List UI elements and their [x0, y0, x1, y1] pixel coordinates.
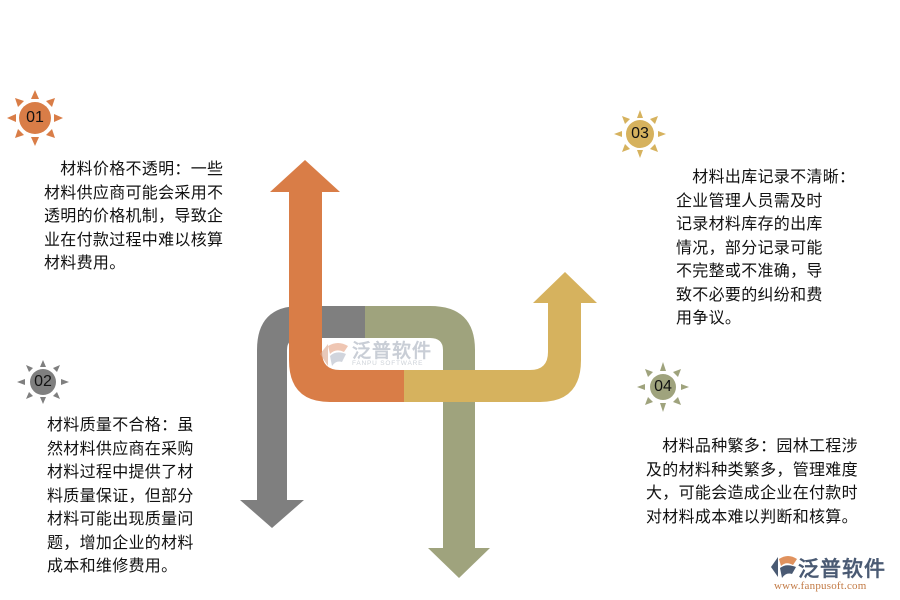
text-line: 记录材料库存的出库: [676, 214, 823, 233]
item-01-text: 材料价格不透明：一些 材料供应商可能会采用不 透明的价格机制，导致企 业在付款过…: [44, 157, 223, 275]
badge-04: 04: [633, 357, 693, 417]
text-line: 材料价格不透明：一些: [44, 159, 224, 178]
text-line: 材料出库记录不清晰：: [676, 167, 856, 186]
item-03-text: 材料出库记录不清晰： 企业管理人员需及时 记录材料库存的出库 情况，部分记录可能…: [676, 165, 855, 330]
olive-arrow: [365, 306, 490, 578]
yellow-arrow: [404, 272, 597, 402]
logo-url: www.fanpusoft.com: [774, 580, 867, 592]
badge-number: 01: [26, 109, 44, 126]
text-line: 材料费用。: [44, 253, 126, 272]
text-line: 业在付款过程中难以核算: [44, 229, 224, 249]
text-line: 材料可能出现质量问: [47, 509, 194, 528]
badge-number: 02: [34, 373, 52, 390]
text-line: 材料品种繁多：园林工程涉: [646, 436, 858, 455]
fanpu-logo: 泛普软件 www.fanpusoft.com: [770, 553, 900, 597]
orange-arrow: [270, 160, 404, 402]
text-line: 企业管理人员需及时: [676, 190, 823, 210]
text-line: 对材料成本难以判断和核算。: [646, 506, 858, 526]
badge-03: 03: [610, 104, 670, 164]
watermark-cn: 泛普软件: [352, 340, 433, 362]
text-line: 料质量保证，但部分: [47, 485, 194, 505]
text-line: 及的材料种类繁多，管理难度: [646, 459, 858, 479]
item-04-text: 材料品种繁多：园林工程涉 及的材料种类繁多，管理难度 大，可能会造成企业在付款时…: [646, 434, 858, 528]
fanpu-logo-icon: [320, 343, 348, 366]
sun-icon: [17, 360, 69, 404]
text-line: 成本和维修费用。: [47, 556, 178, 575]
text-line: 不完整或不准确，导: [676, 261, 823, 280]
text-line: 材料过程中提供了材: [47, 462, 194, 481]
text-line: 透明的价格机制，导致企: [44, 206, 224, 225]
text-line: 然材料供应商在采购: [47, 438, 194, 458]
sun-icon: [614, 110, 666, 158]
watermark-en: FANPU SOFTWARE: [352, 360, 424, 367]
logo-cn: 泛普软件: [798, 557, 886, 581]
item-02-text: 材料质量不合格：虽 然材料供应商在采购 材料过程中提供了材 料质量保证，但部分 …: [47, 413, 194, 578]
text-line: 大，可能会造成企业在付款时: [646, 483, 858, 502]
badge-number: 04: [654, 378, 672, 395]
fanpu-logo-icon: [771, 556, 797, 578]
text-line: 情况，部分记录可能: [676, 237, 823, 257]
badge-02: 02: [13, 352, 73, 412]
sun-icon: [637, 362, 689, 412]
text-line: 题，增加企业的材料: [47, 532, 194, 552]
text-line: 致不必要的纠纷和费: [676, 284, 823, 304]
text-line: 材料供应商可能会采用不: [44, 182, 224, 202]
badge-number: 03: [631, 125, 649, 142]
badge-01: 01: [5, 88, 65, 148]
sun-icon: [7, 90, 63, 146]
watermark: 泛普软件 FANPU SOFTWARE: [318, 336, 438, 376]
text-line: 用争议。: [676, 308, 742, 327]
gray-arrow: [240, 306, 366, 528]
text-line: 材料质量不合格：虽: [47, 415, 194, 434]
